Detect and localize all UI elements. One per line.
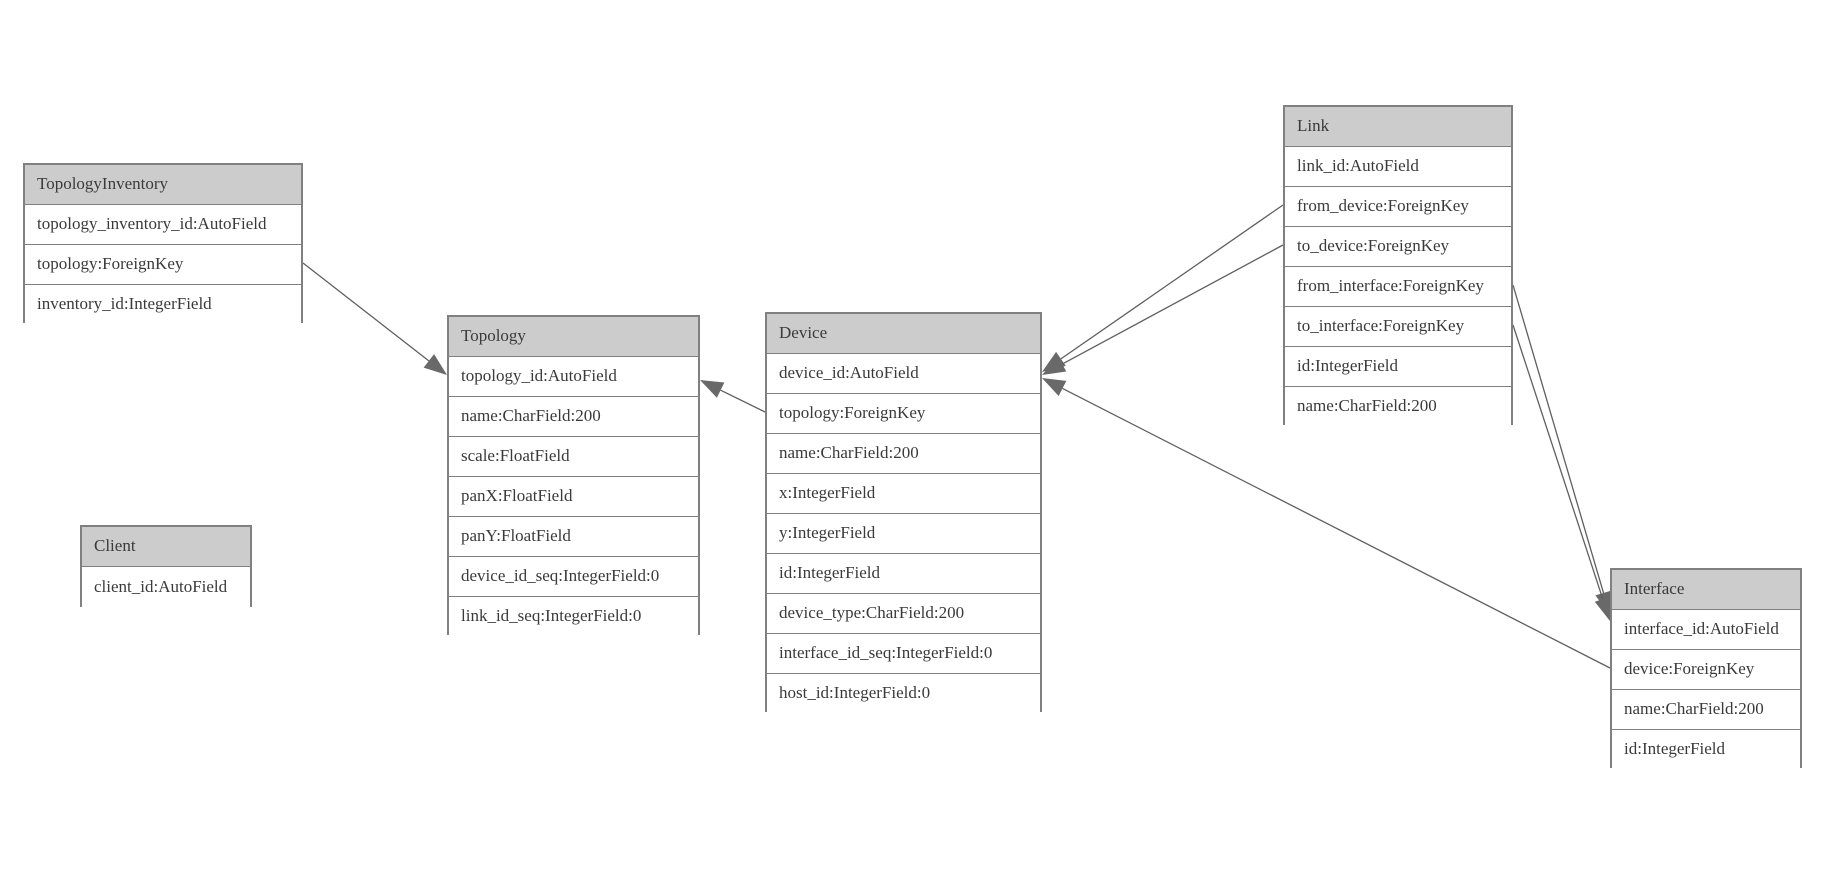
entity-field: to_interface:ForeignKey (1285, 307, 1511, 347)
entity-field: topology_id:AutoField (449, 357, 698, 397)
entity-field: topology_inventory_id:AutoField (25, 205, 301, 245)
arrowhead-icon (700, 380, 725, 398)
entity-field: id:IntegerField (767, 554, 1040, 594)
entity-field: device:ForeignKey (1612, 650, 1800, 690)
entity-field: link_id:AutoField (1285, 147, 1511, 187)
entity-field: name:CharField:200 (449, 397, 698, 437)
entity-field: topology:ForeignKey (25, 245, 301, 285)
entity-field: interface_id:AutoField (1612, 610, 1800, 650)
entity-field: inventory_id:IntegerField (25, 285, 301, 325)
entity-field: device_type:CharField:200 (767, 594, 1040, 634)
entity-field: name:CharField:200 (1612, 690, 1800, 730)
entity-field: to_device:ForeignKey (1285, 227, 1511, 267)
entity-field: name:CharField:200 (767, 434, 1040, 474)
entity-field: id:IntegerField (1285, 347, 1511, 387)
arrowhead-icon (1042, 378, 1067, 397)
entity-title: Device (767, 314, 1040, 354)
entity-field: from_interface:ForeignKey (1285, 267, 1511, 307)
entity-field: scale:FloatField (449, 437, 698, 477)
relationship-line (1061, 244, 1284, 365)
entity-title: Client (82, 527, 250, 567)
relationship-line (1512, 324, 1604, 600)
entity-title: Link (1285, 107, 1511, 147)
entity-title: Interface (1612, 570, 1800, 610)
entity-field: device_id_seq:IntegerField:0 (449, 557, 698, 597)
entity-field: client_id:AutoField (82, 567, 250, 609)
arrowhead-icon (1594, 596, 1611, 621)
entity-title: Topology (449, 317, 698, 357)
arrowhead-icon (1042, 356, 1067, 375)
entity-field: id:IntegerField (1612, 730, 1800, 770)
entity-field: topology:ForeignKey (767, 394, 1040, 434)
relationship-line (1060, 204, 1284, 360)
entity-field: panY:FloatField (449, 517, 698, 557)
arrowhead-icon (423, 354, 447, 375)
entity-field: interface_id_seq:IntegerField:0 (767, 634, 1040, 674)
relationship-line (302, 262, 430, 362)
entity-field: host_id:IntegerField:0 (767, 674, 1040, 714)
entity-field: name:CharField:200 (1285, 387, 1511, 427)
relationship-line (1062, 387, 1611, 669)
entity-field: from_device:ForeignKey (1285, 187, 1511, 227)
entity-title: TopologyInventory (25, 165, 301, 205)
entity-field: y:IntegerField (767, 514, 1040, 554)
entity-field: device_id:AutoField (767, 354, 1040, 394)
entity-field: link_id_seq:IntegerField:0 (449, 597, 698, 637)
entity-field: x:IntegerField (767, 474, 1040, 514)
relationship-line (720, 389, 766, 413)
entity-field: panX:FloatField (449, 477, 698, 517)
relationship-line (1512, 284, 1605, 594)
